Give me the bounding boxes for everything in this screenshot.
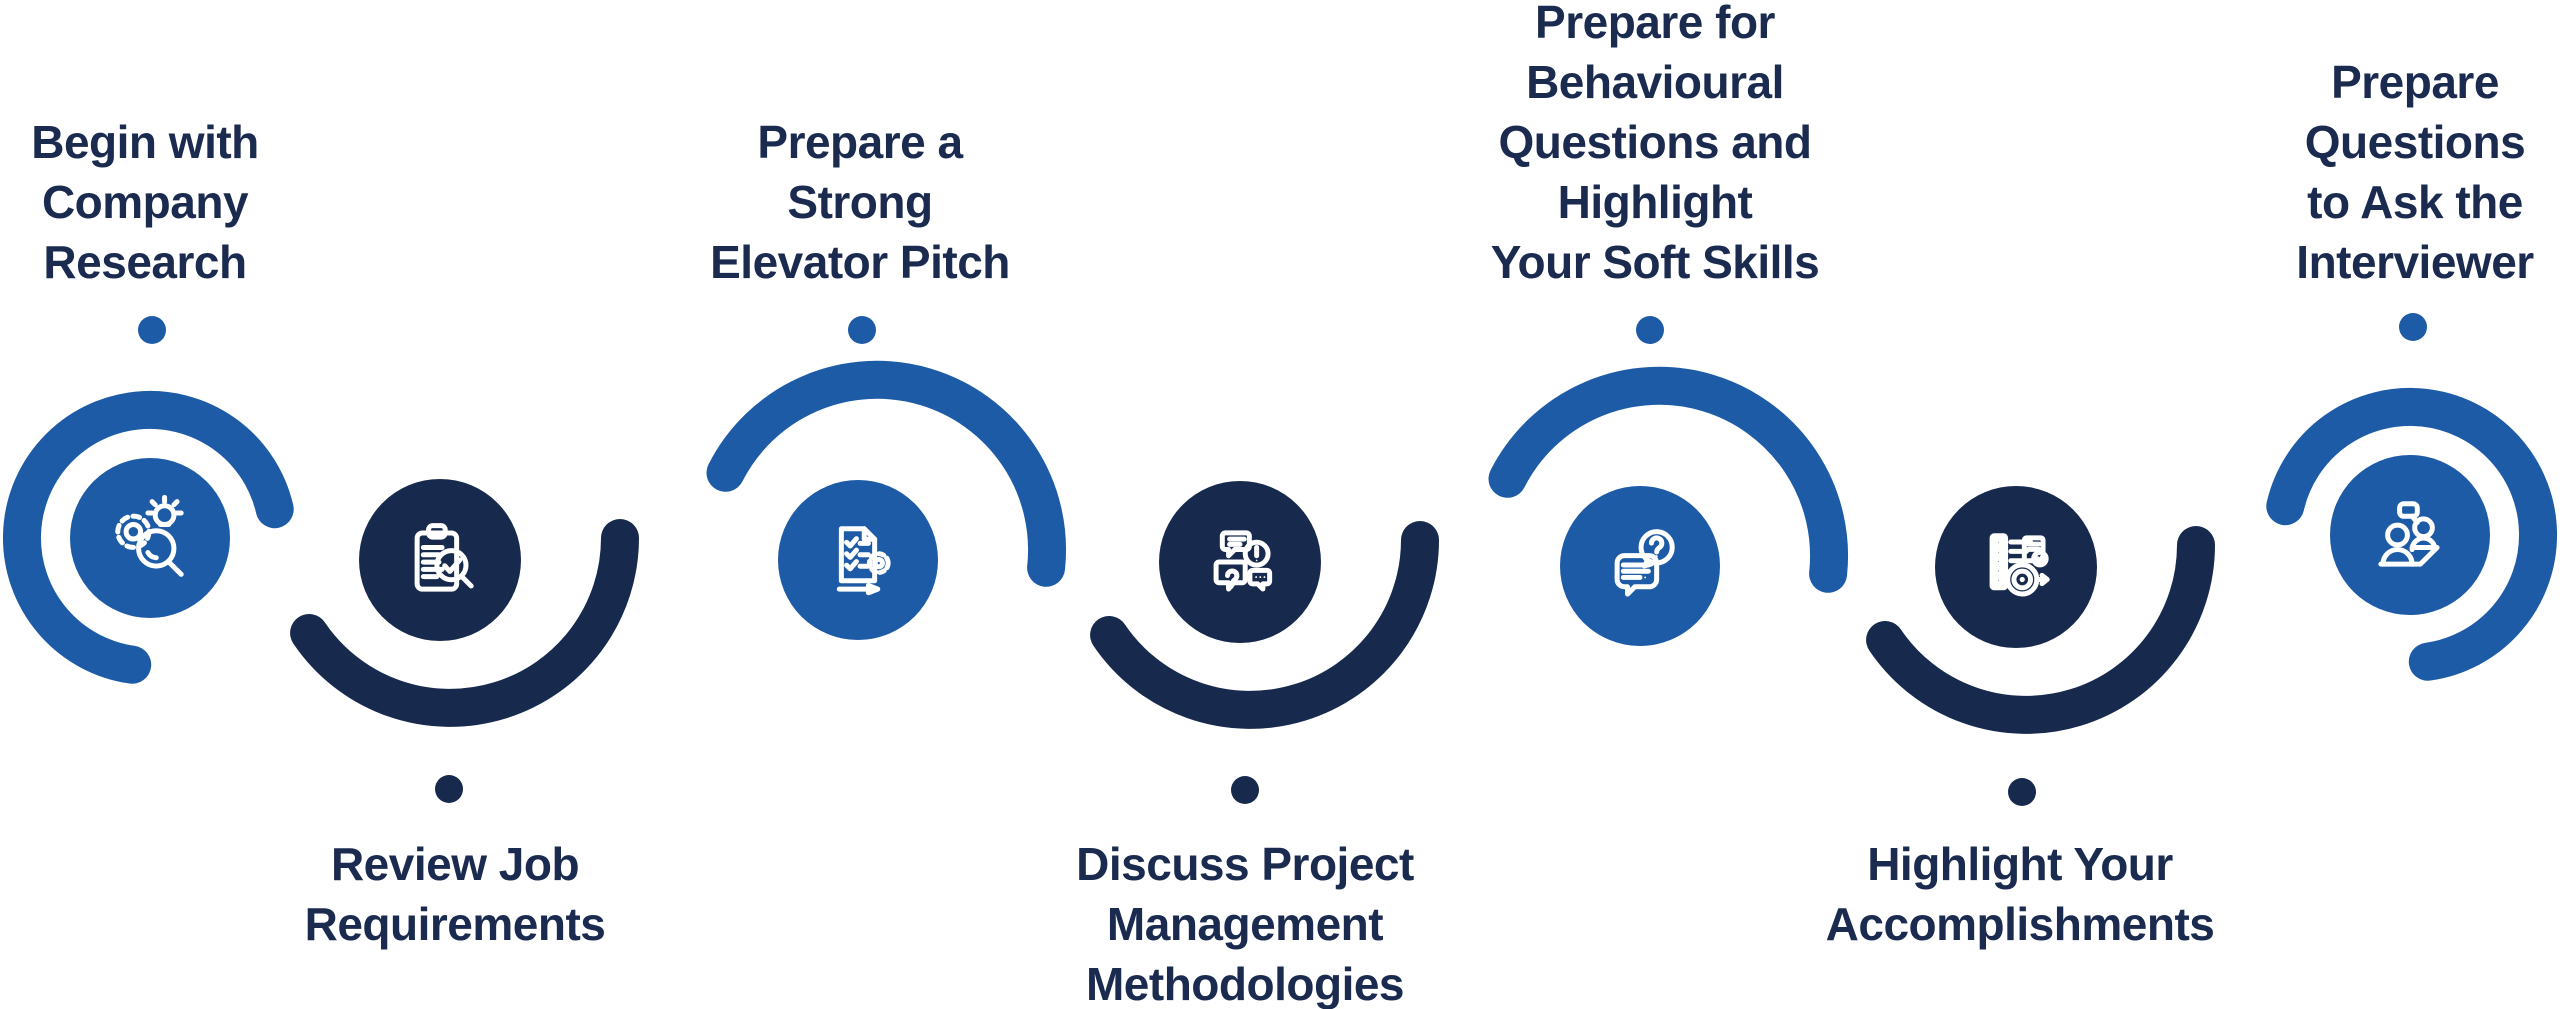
step-5-label-line: Highlight — [1557, 176, 1753, 228]
step-5-label-line: Your Soft Skills — [1490, 236, 1820, 288]
step-4-label-line: Discuss Project — [1076, 838, 1414, 890]
step-7-label-line: Interviewer — [2296, 236, 2534, 288]
step-4-label: Discuss Project Management Methodologies — [1076, 834, 1414, 1009]
step-6-label-line: Highlight Your — [1867, 838, 2173, 890]
step-2-label: Review Job Requirements — [305, 834, 606, 954]
step-7-dot — [2399, 313, 2427, 341]
step-2-dot — [435, 775, 463, 803]
step-1-ring-arc — [2, 391, 294, 684]
step-5-label-line: Behavioural — [1526, 56, 1784, 108]
step-3-label-line: Elevator Pitch — [710, 236, 1010, 288]
step-3-label-line: Strong — [787, 176, 933, 228]
step-3-label: Prepare a Strong Elevator Pitch — [710, 112, 1010, 292]
step-4-dot — [1231, 776, 1259, 804]
checklist-document-gear-pencil-icon — [836, 526, 891, 596]
step-5-label: Prepare for Behavioural Questions and Hi… — [1491, 0, 1820, 292]
step-1-label-line: Research — [43, 236, 247, 288]
step-5-label-line: Prepare for — [1535, 0, 1775, 48]
chat-bubbles-question-exclamation-icon — [1213, 530, 1273, 592]
step-7-label-line: to Ask the — [2307, 176, 2523, 228]
step-1-label-line: Company — [41, 176, 249, 228]
step-4-label-line: Methodologies — [1085, 958, 1405, 1009]
speech-bubble-question-icon — [1614, 529, 1675, 597]
step-1-dot — [138, 316, 166, 344]
step-7-circle — [2330, 455, 2490, 615]
step-5-dot — [1636, 316, 1664, 344]
step-2-label-line: Review Job — [330, 838, 580, 890]
step-4-u-arc — [1090, 521, 1439, 729]
step-4-label-line: Management — [1106, 898, 1384, 950]
step-6-u-arc — [1866, 526, 2215, 734]
interview-people-speech-icon — [2378, 501, 2440, 567]
step-2-label-line: Requirements — [304, 898, 606, 950]
step-1-label-line: Begin with — [31, 116, 259, 168]
step-2-u-arc — [290, 519, 639, 727]
step-5-label-line: Questions and — [1498, 116, 1812, 168]
step-7-ring-arc — [2266, 388, 2558, 681]
step-6-dot — [2008, 778, 2036, 806]
step-7-label-line: Prepare — [2331, 56, 2499, 108]
step-7-label: Prepare Questions to Ask the Interviewer — [2296, 52, 2534, 292]
step-3-label-line: Prepare a — [757, 116, 963, 168]
step-6-label-line: Accomplishments — [1825, 898, 2215, 950]
step-7-label-line: Questions — [2304, 116, 2526, 168]
checklist-target-achievement-icon — [1989, 533, 2050, 597]
clipboard-checklist-magnifier-check-icon — [414, 523, 474, 592]
step-3-dot — [848, 316, 876, 344]
step-5-arch-arc — [1488, 366, 1849, 593]
step-3-arch-arc — [706, 360, 1067, 587]
step-1-label: Begin with Company Research — [31, 112, 259, 292]
gear-lightbulb-magnifier-research-icon — [115, 494, 184, 577]
step-6-label: Highlight Your Accomplishments — [1826, 834, 2215, 954]
